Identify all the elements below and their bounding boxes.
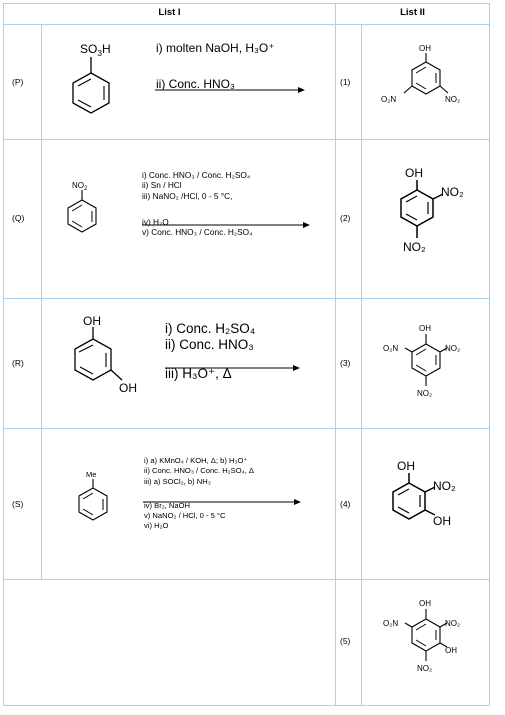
product-3-oh: OH xyxy=(419,324,431,333)
header-list1: List I xyxy=(158,7,181,18)
reagent-p-1: i) molten NaOH, H₃O⁺ xyxy=(156,41,275,55)
reagent-r-2: ii) Conc. HNO₃ xyxy=(165,336,254,352)
row-5-frame xyxy=(3,579,490,706)
substituent-r-2: OH xyxy=(119,381,137,395)
substituent-q: NO2 xyxy=(72,181,88,192)
arrow-q xyxy=(142,222,310,228)
arrow-r xyxy=(165,365,300,371)
row-label-q: (Q) xyxy=(12,213,25,223)
product-5-oh-b: OH xyxy=(445,646,457,655)
row-label-p: (P) xyxy=(12,77,24,87)
reagent-q-3: iii) NaNO₂ /HCl, 0 - 5 °C, xyxy=(142,190,233,201)
reagent-p-3: ii) Conc. HNO₃ xyxy=(156,77,235,92)
toluene-structure: Me xyxy=(78,470,108,521)
product-label-3: (3) xyxy=(340,358,351,368)
product-1-o2n: O₂N xyxy=(381,95,396,104)
product-2-no2-a: NO₂ xyxy=(441,185,464,199)
product-3-o2n: O₂N xyxy=(383,344,398,353)
arrow-s xyxy=(143,499,301,505)
product-2-structure: OH NO₂ NO₂ xyxy=(400,166,464,254)
benzenesulfonic-acid-structure: SO3H xyxy=(72,42,111,114)
reagent-s-7: vi) H₂O xyxy=(144,521,169,531)
reagent-s-2: ii) Conc. HNO₃ / Conc. H₂SO₄, Δ xyxy=(144,466,254,476)
product-label-5: (5) xyxy=(340,636,351,646)
reagents-s: i) a) KMnO₄ / KOH, Δ; b) H₃O⁺ ii) Conc. … xyxy=(144,456,254,532)
product-3-no2-b: NO₂ xyxy=(417,389,432,398)
product-label-4: (4) xyxy=(340,499,351,509)
reagent-s-3: iii) a) SOCl₂, b) NH₃ xyxy=(144,476,211,486)
product-label-1: (1) xyxy=(340,77,351,87)
match-table: List I List II (P) (Q) (R) (S) (1) (2) (… xyxy=(3,3,490,706)
product-5-oh-a: OH xyxy=(419,599,431,608)
product-5-no2-a: NO₂ xyxy=(445,619,460,628)
product-1-oh: OH xyxy=(419,44,431,53)
reagents-p: i) molten NaOH, H₃O⁺ ii) Conc. HNO₃ xyxy=(156,41,275,92)
resorcinol-structure: OH OH xyxy=(74,314,137,395)
reagents-r: i) Conc. H₂SO₄ ii) Conc. HNO₃ iii) H₃O⁺,… xyxy=(165,321,255,382)
row-label-r: (R) xyxy=(12,358,24,368)
header-list2: List II xyxy=(400,7,425,18)
arrow-p xyxy=(155,87,305,93)
product-4-no2: NO₂ xyxy=(433,479,456,493)
substituent-r-1: OH xyxy=(83,314,101,328)
product-4-structure: OH NO₂ OH xyxy=(392,459,456,528)
reagent-r-1: i) Conc. H₂SO₄ xyxy=(165,321,256,336)
reagent-s-5: iv) Br₂, NaOH xyxy=(144,500,190,510)
nitrobenzene-structure: NO2 xyxy=(67,181,97,233)
reagent-q-5: v) Conc. HNO₃ / Conc. H₂SO₄ xyxy=(142,227,253,238)
product-5-o2n: O₂N xyxy=(383,619,398,628)
row-label-s: (S) xyxy=(12,499,24,509)
product-2-oh: OH xyxy=(405,166,423,180)
reagent-s-6: v) NaNO₂ / HCl, 0 - 5 °C xyxy=(144,511,226,520)
col-sep-3 xyxy=(361,24,362,706)
reagent-q-1: i) Conc. HNO₃ / Conc. H₂SO₄ xyxy=(142,170,251,180)
product-3-structure: OH O₂N NO₂ NO₂ xyxy=(383,324,460,398)
substituent-p: SO3H xyxy=(80,42,111,58)
product-4-oh-b: OH xyxy=(433,514,451,528)
col-sep-1 xyxy=(41,24,42,580)
reagent-s-1: i) a) KMnO₄ / KOH, Δ; b) H₃O⁺ xyxy=(144,456,248,465)
col-sep-2 xyxy=(335,24,336,706)
product-label-2: (2) xyxy=(340,213,351,223)
reagent-q-2: ii) Sn / HCl xyxy=(142,180,182,191)
substituent-s: Me xyxy=(86,470,96,479)
product-3-no2-a: NO₂ xyxy=(445,344,460,353)
reagents-q: i) Conc. HNO₃ / Conc. H₂SO₄ ii) Sn / HCl… xyxy=(142,170,253,238)
product-4-oh-a: OH xyxy=(397,459,415,473)
product-5-no2-b: NO₂ xyxy=(417,664,432,673)
product-1-structure: OH O₂N NO₂ xyxy=(381,44,460,104)
product-2-no2-b: NO₂ xyxy=(403,240,426,254)
reagent-q-4: iv) H₂O xyxy=(142,217,169,228)
reagent-r-4: iii) H₃O⁺, Δ xyxy=(165,366,232,382)
product-1-no2: NO₂ xyxy=(445,95,460,104)
product-5-structure: OH O₂N NO₂ OH NO₂ xyxy=(383,599,460,673)
